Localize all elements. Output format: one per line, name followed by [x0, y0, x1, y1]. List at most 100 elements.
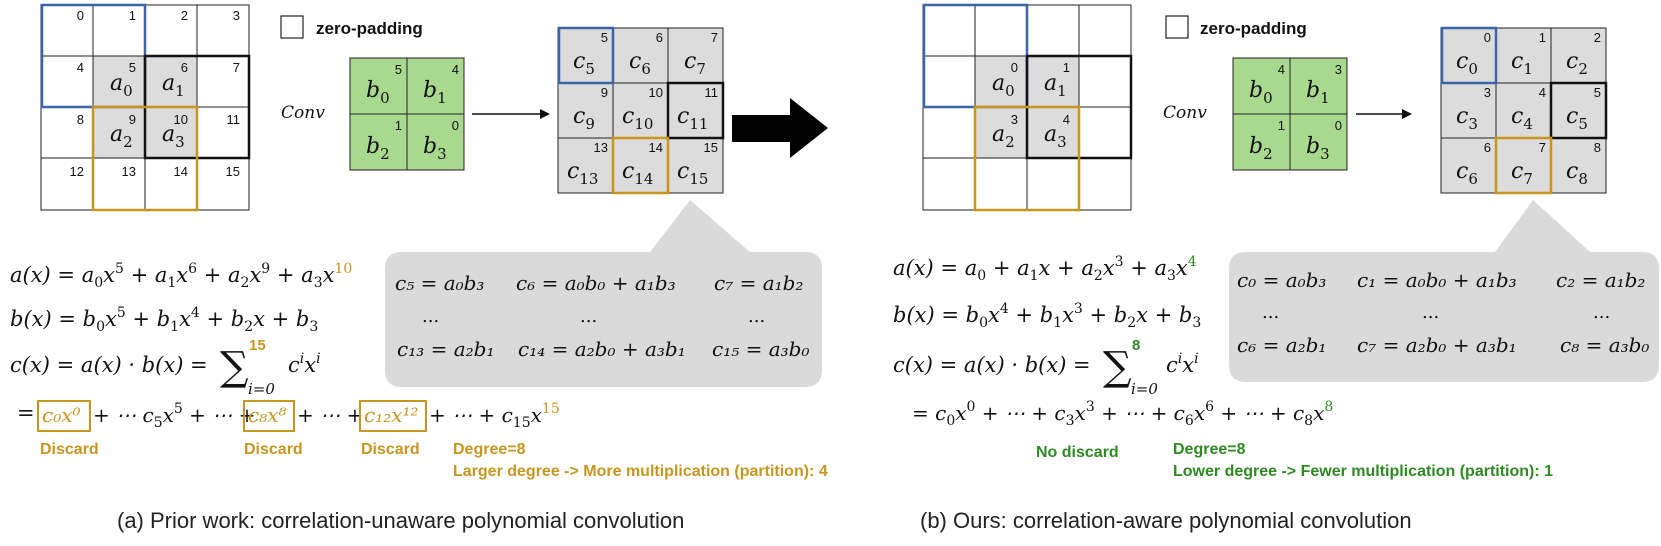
expansion-mid: + ⋯ + — [297, 403, 363, 427]
sum-lower: i=0 — [1131, 380, 1158, 398]
expansion-eq: = c0x0 + ⋯ + c3x3 + ⋯ + c6x6 + ⋯ + c8x8 — [912, 399, 1333, 429]
degree-label: Degree=8 — [453, 441, 526, 458]
output-index: 14 — [649, 140, 663, 155]
output-value: c7 — [1511, 159, 1533, 188]
caption-right: (b) Ours: correlation-aware polynomial c… — [920, 508, 1412, 533]
kernel-value: b3 — [1306, 134, 1330, 163]
left-arrow — [472, 109, 550, 119]
output-value: c1 — [1511, 49, 1533, 78]
callout-eq: c₁₃ = a₂b₁ — [397, 337, 494, 361]
kernel-value: b2 — [1249, 134, 1273, 163]
grid-index: 1 — [1063, 60, 1070, 75]
output-value: c6 — [1456, 159, 1478, 188]
output-index: 7 — [1539, 140, 1546, 155]
kernel-index: 4 — [452, 62, 459, 77]
cell-value: a0 — [110, 71, 133, 100]
kernel-value: b0 — [366, 78, 390, 107]
discard-term: c₁₂x¹² — [364, 403, 419, 427]
cost-note: Larger degree -> More multiplication (pa… — [453, 463, 828, 480]
right-output-grid: c0 c1 c2 c3 c4 c5 c6 c7 c8 0 1 2 3 4 5 6… — [1440, 26, 1608, 195]
kernel-index: 3 — [1335, 62, 1342, 77]
grid-index: 12 — [70, 164, 84, 179]
kernel-index: 1 — [1278, 118, 1285, 133]
grid-index: 15 — [226, 164, 240, 179]
grid-index: 0 — [77, 8, 84, 23]
cell-value: a1 — [1044, 71, 1067, 100]
grid-index: 8 — [77, 112, 84, 127]
kernel-index: 4 — [1278, 62, 1285, 77]
grid-index: 11 — [227, 112, 241, 127]
callout-eq: c₂ = a₁b₂ — [1556, 268, 1645, 292]
discard-term: c₀x⁰ — [42, 403, 81, 427]
degree-label: Degree=8 — [1173, 441, 1246, 458]
output-index: 10 — [649, 85, 663, 100]
right-panel: a0 a1 a2 a3 0 1 3 4 zero-padding Conv b0… — [893, 3, 1659, 480]
sum-lower: i=0 — [248, 380, 275, 398]
callout-eq: ... — [1593, 302, 1610, 323]
right-equations: a(x) = a0 + a1x + a2x3 + a3x4 b(x) = b0x… — [893, 254, 1553, 480]
right-callout: c₀ = a₀b₃ c₁ = a₀b₀ + a₁b₃ c₂ = a₁b₂ ...… — [1229, 200, 1659, 382]
sum-term: cixi — [288, 351, 321, 377]
grid-index: 5 — [129, 60, 136, 75]
expansion-eq: = — [17, 401, 35, 425]
output-index: 15 — [704, 140, 718, 155]
callout-eq: ... — [748, 306, 765, 327]
callout-eq: c₆ = a₀b₀ + a₁b₃ — [516, 271, 676, 295]
right-arrow — [1356, 109, 1412, 119]
output-value: c2 — [1566, 49, 1588, 78]
output-index: 6 — [656, 30, 663, 45]
left-callout: c₅ = a₀b₃ c₆ = a₀b₀ + a₁b₃ c₇ = a₁b₂ ...… — [385, 200, 822, 387]
zero-padding-label: zero-padding — [1200, 19, 1307, 38]
eq-a: a(x) = a0x5 + a1x6 + a2x9 + a3x10 — [10, 261, 352, 291]
sum-sign: ∑ — [1103, 344, 1132, 390]
conv-label: Conv — [281, 103, 325, 123]
eq-c: c(x) = a(x) · b(x) = — [10, 353, 208, 377]
output-index: 9 — [601, 85, 608, 100]
kernel-index: 0 — [452, 118, 459, 133]
grid-index: 3 — [233, 8, 240, 23]
cost-note: Lower degree -> Fewer multiplication (pa… — [1173, 463, 1553, 480]
grid-index: 4 — [1063, 112, 1070, 127]
output-index: 1 — [1539, 30, 1546, 45]
grid-index: 9 — [129, 112, 136, 127]
output-index: 6 — [1484, 140, 1491, 155]
cell-value: a2 — [110, 122, 133, 151]
output-index: 13 — [594, 140, 608, 155]
output-value: c15 — [677, 159, 708, 188]
expansion-mid: + ⋯ c5x5 + ⋯ + — [93, 401, 255, 431]
left-input-indices: 0 1 2 3 4 5 6 7 8 9 10 11 12 13 14 15 — [70, 8, 240, 179]
cell-value: a3 — [162, 122, 185, 151]
output-value: c4 — [1511, 104, 1533, 133]
output-index: 8 — [1594, 140, 1601, 155]
callout-eq: ... — [1262, 302, 1279, 323]
callout-eq: ... — [1422, 302, 1439, 323]
zero-padding-label: zero-padding — [316, 19, 423, 38]
cell-value: a3 — [1044, 122, 1067, 151]
output-value: c10 — [622, 104, 653, 133]
discard-box — [37, 400, 91, 432]
eq-a: a(x) = a0 + a1x + a2x3 + a3x4 — [893, 254, 1197, 284]
kernel-value: b1 — [423, 78, 447, 107]
output-index: 5 — [601, 30, 608, 45]
kernel-value: b0 — [1249, 78, 1273, 107]
grid-index: 2 — [181, 8, 188, 23]
output-value: c11 — [677, 104, 708, 133]
output-value: c8 — [1566, 159, 1588, 188]
conv-label: Conv — [1163, 103, 1207, 123]
output-index: 3 — [1484, 85, 1491, 100]
discard-box — [359, 400, 427, 432]
sum-sign: ∑ — [220, 344, 249, 390]
output-value: c7 — [684, 49, 706, 78]
output-value: c0 — [1456, 49, 1478, 78]
output-value: c5 — [1566, 104, 1588, 133]
grid-index: 6 — [181, 60, 188, 75]
right-kernel: b0 b1 b2 b3 4 3 1 0 — [1232, 57, 1348, 171]
discard-box — [243, 400, 295, 432]
discard-label: Discard — [40, 441, 99, 458]
left-equations: a(x) = a0x5 + a1x6 + a2x9 + a3x10 b(x) =… — [10, 261, 828, 480]
cell-value: a2 — [992, 122, 1015, 151]
grid-index: 7 — [233, 60, 240, 75]
callout-eq: ... — [422, 306, 439, 327]
callout-eq: c₇ = a₂b₀ + a₃b₁ — [1357, 333, 1517, 357]
